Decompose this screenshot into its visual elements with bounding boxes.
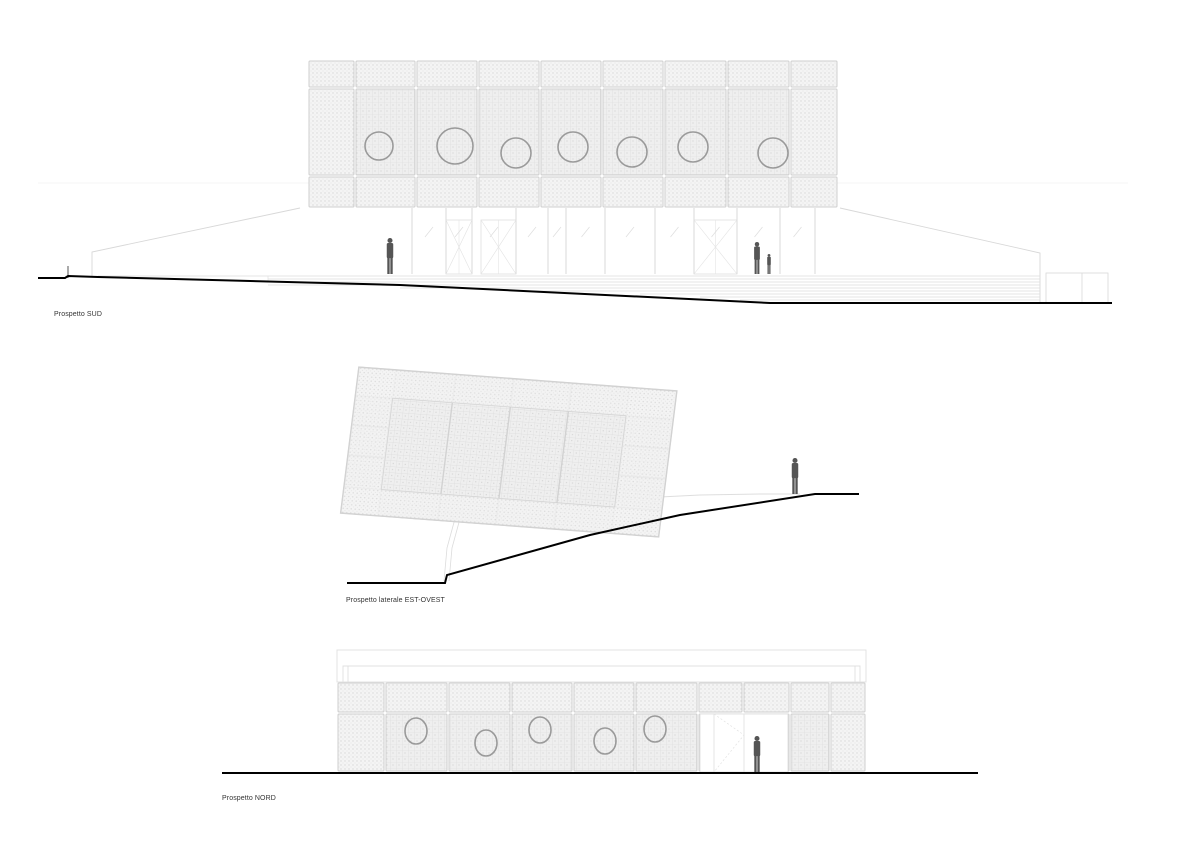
facade-panel [308, 60, 355, 88]
human-figures [791, 458, 799, 494]
drawing-title-south: Prospetto SUD [54, 311, 102, 318]
facade-panel [602, 60, 664, 88]
annex-block [1045, 272, 1109, 304]
circular-motif [436, 127, 474, 165]
facade-panel [337, 682, 385, 713]
facade-panel [727, 88, 790, 176]
human-figures [386, 238, 771, 274]
person-figure [386, 238, 394, 274]
person-figure [753, 736, 761, 772]
facade-panel [478, 88, 540, 176]
right-canopy-outline [839, 207, 1041, 303]
facade-panel [416, 88, 478, 176]
stepped-plinth [98, 275, 1040, 301]
facade-panel [830, 713, 866, 772]
facade-panel [790, 88, 838, 176]
facade-panel [664, 60, 727, 88]
facade-panel [540, 176, 602, 208]
facade-panel [664, 176, 727, 208]
circular-motif [474, 729, 498, 757]
facade-panel [790, 713, 830, 772]
glazed-ground-floor [411, 208, 816, 275]
facade-panel [355, 88, 416, 176]
circular-motif [557, 131, 589, 163]
circular-motif [364, 131, 394, 161]
perforated-facade-panels [337, 682, 866, 773]
circular-motif [528, 716, 552, 744]
south-elevation [38, 60, 1128, 304]
person-figure [791, 458, 799, 494]
facade-panel [635, 713, 698, 772]
support-struts [443, 514, 462, 582]
facade-panel [355, 176, 416, 208]
circular-motif [616, 136, 648, 168]
facade-panel [727, 60, 790, 88]
facade-panel [830, 682, 866, 713]
facade-panel [308, 176, 355, 208]
facade-panel [727, 176, 790, 208]
facade-panel [385, 713, 448, 772]
human-figures [753, 736, 761, 772]
facade-panel [308, 88, 355, 176]
facade-panel [337, 713, 385, 772]
facade-panel [790, 60, 838, 88]
ground-line [347, 493, 859, 584]
facade-panel [448, 713, 511, 772]
drawing-title-north: Prospetto NORD [222, 795, 276, 802]
roof-outline [336, 649, 867, 683]
facade-panel [635, 682, 698, 713]
facade-panel [573, 682, 635, 713]
circular-motif [643, 715, 667, 743]
circular-motif [757, 137, 789, 169]
facade-panel [698, 682, 743, 713]
east-west-elevation [339, 366, 859, 584]
facade-panel [478, 176, 540, 208]
facade-panel [790, 176, 838, 208]
facade-panel [416, 176, 478, 208]
facade-panel [540, 60, 602, 88]
ground-line [38, 274, 1112, 304]
north-elevation [222, 649, 978, 774]
circular-motif [404, 717, 428, 745]
facade-panel [790, 682, 830, 713]
child-figure [767, 254, 771, 274]
drawing-title-east-west: Prospetto laterale EST-OVEST [346, 597, 445, 604]
facade-panel [478, 60, 540, 88]
left-canopy-outline [91, 207, 301, 276]
circular-motif [677, 131, 709, 163]
person-figure [754, 242, 760, 274]
facade-panel [416, 60, 478, 88]
tilted-facade-panels [339, 366, 678, 538]
facade-panel [743, 682, 790, 713]
facade-panel [355, 60, 416, 88]
circular-motif [500, 137, 532, 169]
facade-panel [511, 682, 573, 713]
facade-panel [573, 713, 635, 772]
circular-motif [593, 727, 617, 755]
facade-panel [448, 682, 511, 713]
perforated-facade-panels [308, 60, 838, 208]
facade-panel [602, 88, 664, 176]
facade-panel [602, 176, 664, 208]
facade-panel [385, 682, 448, 713]
